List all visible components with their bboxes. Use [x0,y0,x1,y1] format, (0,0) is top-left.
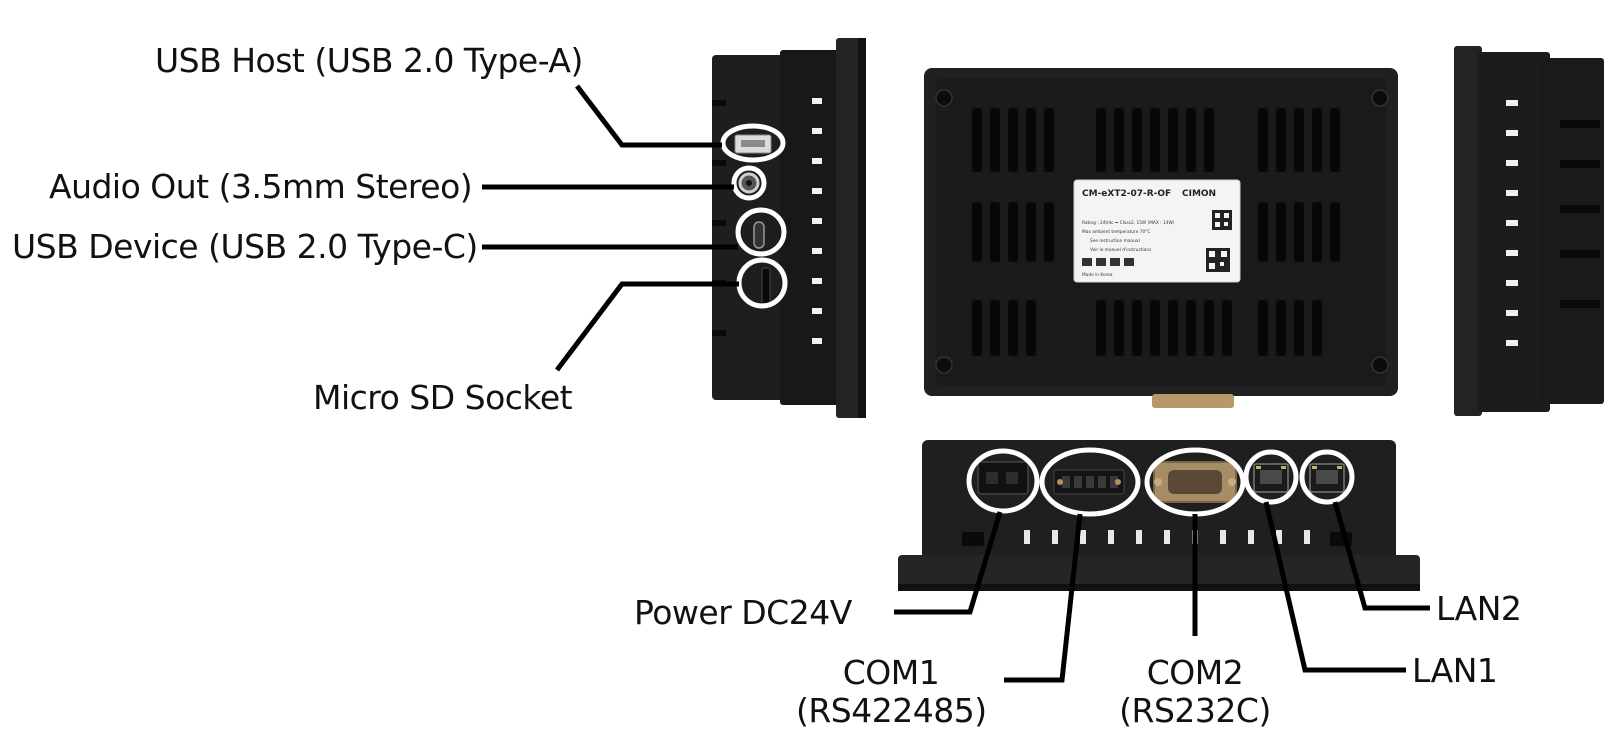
lan2-label: LAN2 [1436,589,1522,628]
usb-c-port [753,221,765,249]
com2-name: COM2 [1146,653,1244,692]
audio-out-highlight [731,165,767,201]
com1-leader [1004,513,1083,683]
lan1-leader [1263,501,1406,673]
product-label [1073,179,1241,283]
power-leader [894,511,1003,615]
micro-sd-label: Micro SD Socket [313,378,573,417]
left-side-view [712,38,866,418]
com1-protocol: (RS422485) [796,691,987,730]
qr-code-icon-2 [1206,248,1230,272]
power-label: Power DC24V [634,593,852,632]
usb-device-label: USB Device (USB 2.0 Type-C) [12,227,478,266]
usb-host-highlight [720,123,786,163]
lan1-highlight [1243,449,1299,505]
product-warning-fr: Voir le manuel d'instructions [1090,247,1152,253]
com1-label: COM1 (RS422485) [796,653,987,730]
lan2-leader [1332,501,1430,611]
leader-lines [482,84,1430,683]
com1-name: COM1 [842,653,940,692]
certification-marks-icon [1082,258,1134,266]
usb-host-label: USB Host (USB 2.0 Type-A) [155,41,583,80]
bottom-view [898,440,1420,591]
rear-view: CM-eXT2-07-R-OF CIMON Rating : 24Vdc ⎓ C… [924,68,1398,408]
com2-label: COM2 (RS232C) [1100,654,1290,730]
qr-code-icon [1212,210,1232,230]
product-ambient: Max ambient temperature 70°C [1082,229,1150,235]
audio-out-label: Audio Out (3.5mm Stereo) [49,167,473,206]
com1-highlight [1039,447,1141,517]
power-highlight [966,448,1040,514]
power-connector [977,461,1029,495]
lan2-highlight [1299,449,1355,505]
product-model: CM-eXT2-07-R-OF [1082,189,1171,199]
usb-device-highlight [735,207,787,257]
micro-sd-slot [761,267,771,305]
product-rating: Rating : 24Vdc ⎓ Class2, 15W (MAX : 14W) [1082,220,1175,226]
lan1-label: LAN1 [1412,651,1498,690]
usb-host-leader [575,84,722,148]
product-warning-en: See instruction manual [1090,238,1140,244]
right-side-view [1454,46,1604,416]
product-made-in: Made in Korea [1082,272,1113,278]
com2-protocol: (RS232C) [1119,691,1271,730]
micro-sd-leader [555,281,739,372]
product-brand: CIMON [1182,189,1216,199]
